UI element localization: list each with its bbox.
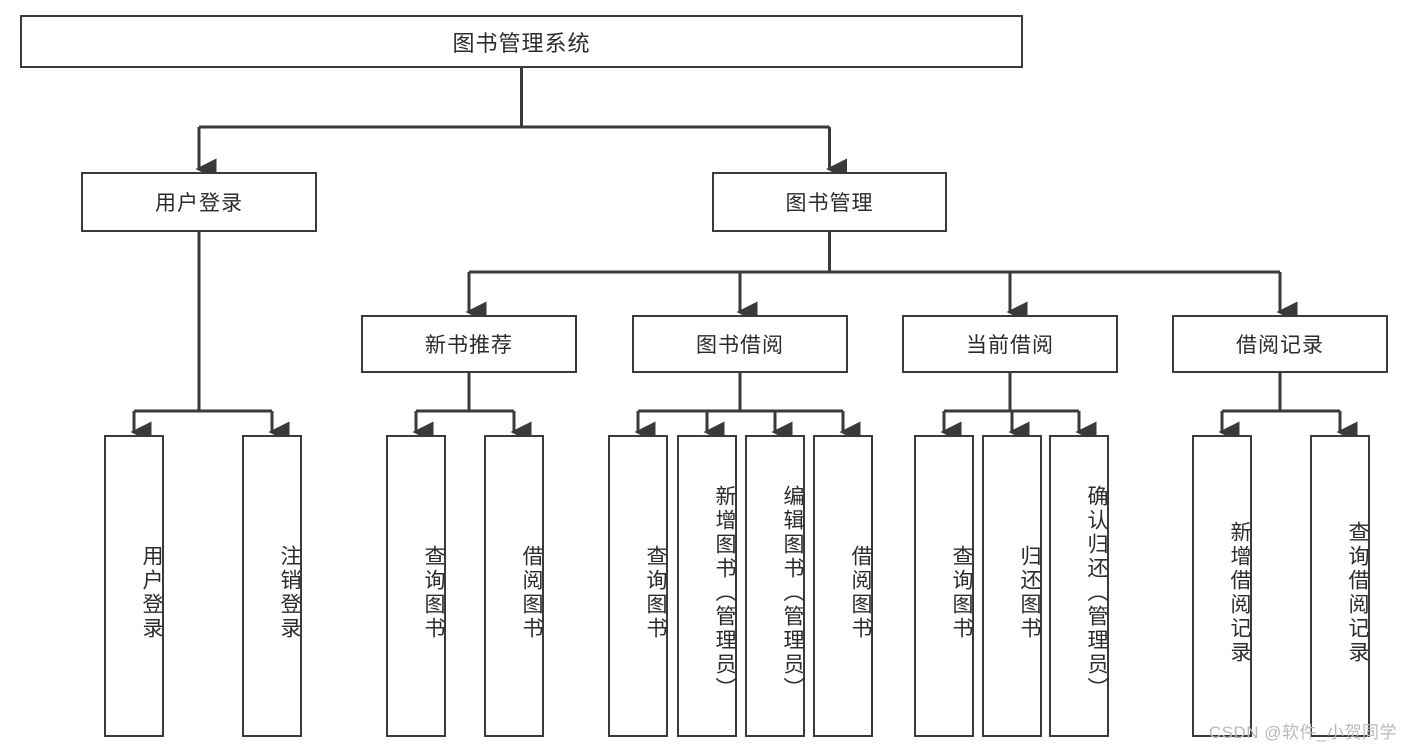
node-label: 借阅记录 [1236,334,1324,357]
leaf-node-leaf-query-record[interactable]: 查询借阅记录 [1310,435,1370,737]
node-label: 新增借阅记录 [1228,521,1251,665]
node-label: 确认归还（管理员） [1085,485,1108,701]
node-label: 借阅图书 [849,545,872,641]
node-new-book-rec[interactable]: 新书推荐 [361,315,577,373]
node-label: 借阅图书 [520,545,543,641]
node-label: 当前借阅 [966,334,1054,357]
leaf-node-leaf-query-book-1[interactable]: 查询图书 [386,435,446,737]
node-user-login[interactable]: 用户登录 [81,172,317,232]
node-label: 查询图书 [644,545,667,641]
node-label: 图书借阅 [696,334,784,357]
node-label: 新书推荐 [425,334,513,357]
node-current-borrow[interactable]: 当前借阅 [902,315,1118,373]
node-book-mgmt[interactable]: 图书管理 [712,172,947,232]
node-label: 用户登录 [140,545,163,641]
node-borrow-record[interactable]: 借阅记录 [1172,315,1388,373]
node-label: 注销登录 [278,545,301,641]
leaf-node-leaf-confirm-return[interactable]: 确认归还（管理员） [1049,435,1109,737]
leaf-node-leaf-logout[interactable]: 注销登录 [242,435,302,737]
csdn-watermark: CSDN @软件_小贺同学 [1208,723,1397,742]
leaf-node-leaf-borrow-book-1[interactable]: 借阅图书 [484,435,544,737]
root-node-root[interactable]: 图书管理系统 [20,15,1023,68]
node-label: 查询借阅记录 [1346,521,1369,665]
node-label: 用户登录 [155,192,243,215]
node-label: 新增图书（管理员） [713,485,736,701]
node-book-borrow[interactable]: 图书借阅 [632,315,848,373]
leaf-node-leaf-query-book-3[interactable]: 查询图书 [914,435,974,737]
leaf-node-leaf-borrow-book-2[interactable]: 借阅图书 [813,435,873,737]
leaf-node-leaf-add-record[interactable]: 新增借阅记录 [1192,435,1252,737]
leaf-node-leaf-user-login[interactable]: 用户登录 [104,435,164,737]
node-label: 图书管理 [785,192,874,215]
node-label: 查询图书 [950,545,973,641]
leaf-node-leaf-add-book[interactable]: 新增图书（管理员） [677,435,737,737]
leaf-node-leaf-edit-book[interactable]: 编辑图书（管理员） [745,435,805,737]
leaf-node-leaf-return-book[interactable]: 归还图书 [982,435,1042,737]
leaf-node-leaf-query-book-2[interactable]: 查询图书 [608,435,668,737]
node-label: 查询图书 [422,545,445,641]
node-label: 编辑图书（管理员） [781,485,804,701]
node-label: 归还图书 [1018,545,1041,641]
node-label: 图书管理系统 [452,30,591,56]
